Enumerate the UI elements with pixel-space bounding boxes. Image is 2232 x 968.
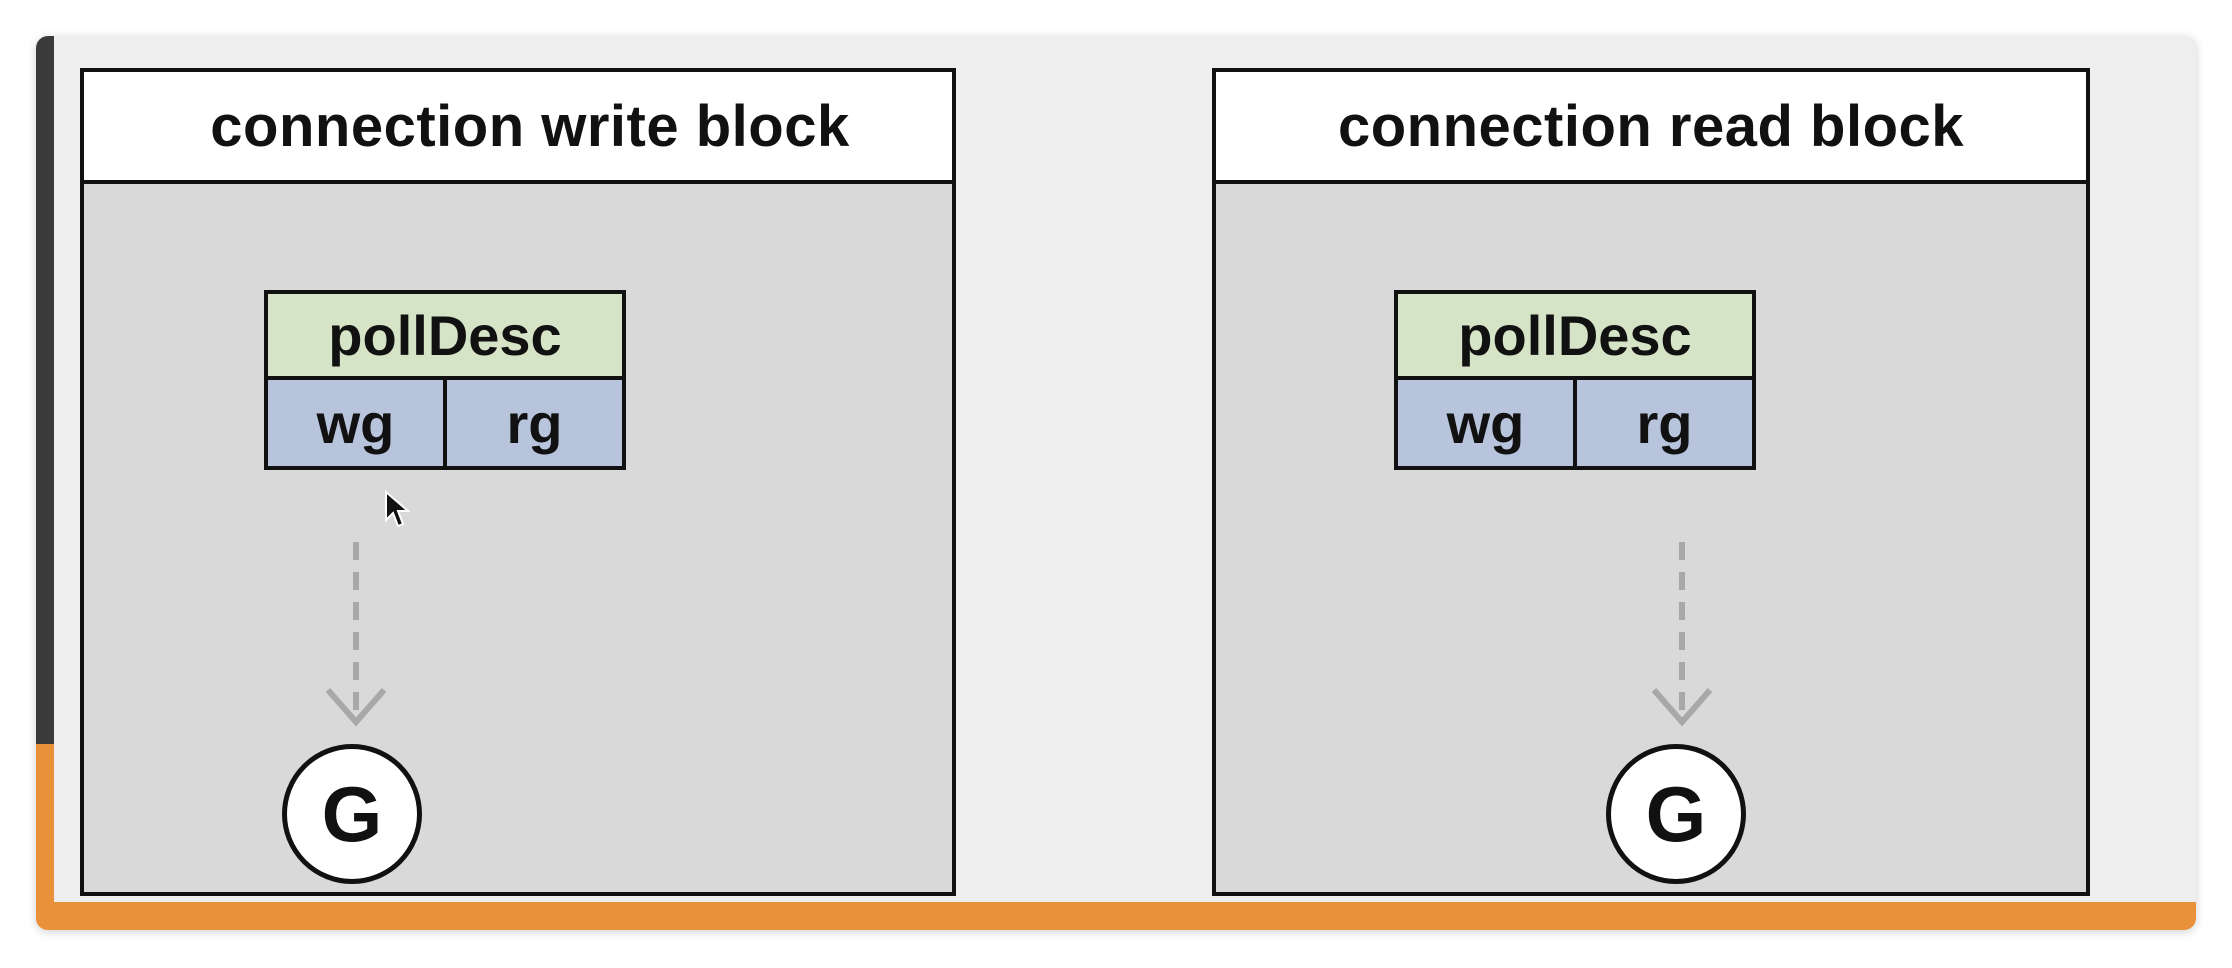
left-orange-strip (36, 744, 54, 930)
write-wg-cell: wg (268, 380, 447, 466)
write-rg-cell: rg (447, 380, 622, 466)
write-polldesc-label: pollDesc (268, 294, 622, 380)
read-rg-cell: rg (1577, 380, 1752, 466)
write-polldesc: pollDesc wg rg (264, 290, 626, 470)
read-wg-cell: wg (1398, 380, 1577, 466)
write-polldesc-cells: wg rg (268, 380, 622, 466)
read-polldesc-cells: wg rg (1398, 380, 1752, 466)
dashed-down-arrow-icon (325, 542, 387, 727)
bottom-orange-bar (36, 902, 2196, 930)
read-polldesc-label: pollDesc (1398, 294, 1752, 380)
read-block-title: connection read block (1216, 72, 2086, 184)
dashed-down-arrow-icon (1651, 542, 1713, 727)
slide-frame: connection write block pollDesc wg rg G … (36, 36, 2196, 930)
connection-write-block: connection write block pollDesc wg rg G (80, 68, 956, 896)
write-block-title: connection write block (84, 72, 952, 184)
write-goroutine-node: G (282, 744, 422, 884)
connection-read-block: connection read block pollDesc wg rg G (1212, 68, 2090, 896)
read-polldesc: pollDesc wg rg (1394, 290, 1756, 470)
mouse-pointer-icon (385, 490, 411, 528)
left-dark-strip (36, 36, 54, 744)
read-goroutine-node: G (1606, 744, 1746, 884)
